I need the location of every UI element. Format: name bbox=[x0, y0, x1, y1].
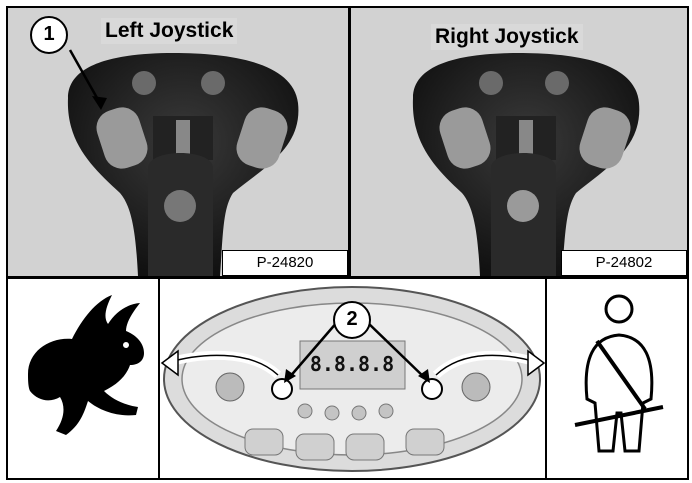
left-photo-code: P-24820 bbox=[222, 250, 348, 276]
panel-button-2 bbox=[296, 434, 334, 460]
figure-frame: 1 Left Joystick P-24820 Right Joystick P bbox=[6, 6, 689, 480]
panel-button-3 bbox=[346, 434, 384, 460]
small-button-3 bbox=[352, 406, 366, 420]
right-joystick-photo: Right Joystick P-24802 bbox=[351, 8, 687, 276]
rabbit-icon bbox=[8, 279, 158, 478]
left-joystick-title: Left Joystick bbox=[101, 18, 237, 44]
right-photo-code: P-24802 bbox=[561, 250, 687, 276]
seat-belt-icon bbox=[547, 279, 687, 478]
callout-2: 2 bbox=[333, 301, 371, 339]
small-button-1 bbox=[298, 404, 312, 418]
seat-belt-icon-panel bbox=[547, 279, 687, 478]
right-joystick-title: Right Joystick bbox=[431, 24, 583, 50]
center-lever bbox=[176, 120, 190, 154]
top-button-left bbox=[132, 71, 156, 95]
center-lever bbox=[519, 120, 533, 154]
callout-1: 1 bbox=[30, 16, 68, 54]
top-button-right bbox=[201, 71, 225, 95]
display-readout: 8.8.8.8 bbox=[310, 352, 394, 376]
right-knob bbox=[462, 373, 490, 401]
left-joystick-photo: 1 Left Joystick P-24820 bbox=[8, 8, 348, 276]
control-panel-photo: 8.8.8.8 bbox=[160, 279, 545, 478]
rabbit-indicator bbox=[272, 379, 292, 399]
seatbelt-indicator bbox=[422, 379, 442, 399]
panel-button-1 bbox=[245, 429, 283, 455]
small-button-2 bbox=[325, 406, 339, 420]
lower-button bbox=[164, 190, 196, 222]
top-button-left bbox=[479, 71, 503, 95]
left-knob bbox=[216, 373, 244, 401]
panel-button-4 bbox=[406, 429, 444, 455]
lower-button bbox=[507, 190, 539, 222]
small-button-4 bbox=[379, 404, 393, 418]
rabbit-icon-panel bbox=[8, 279, 158, 478]
top-button-right bbox=[545, 71, 569, 95]
